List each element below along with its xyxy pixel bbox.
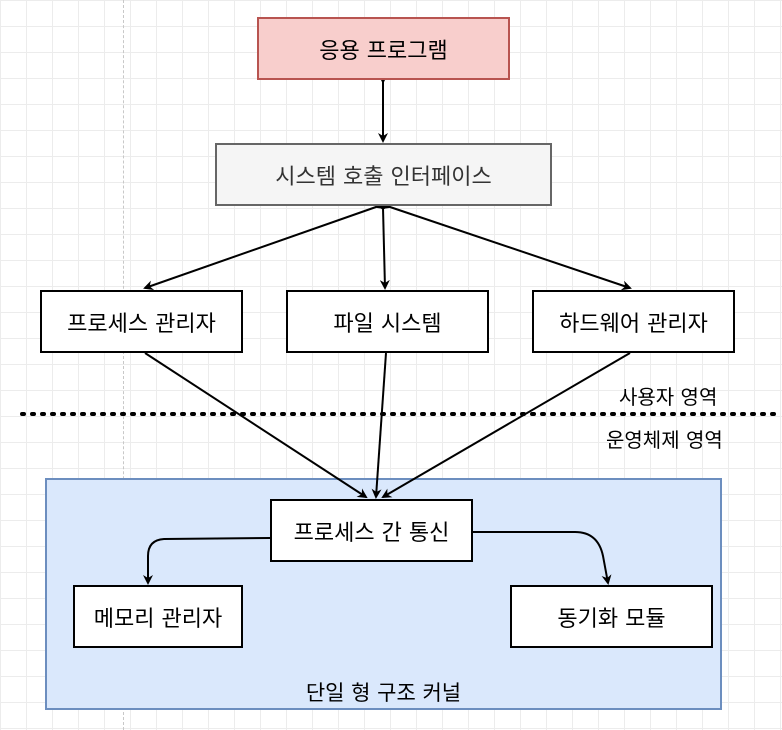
syscall-procmgr-connector [143,199,386,291]
process-manager-box[interactable]: 프로세스 관리자 [40,290,243,353]
guide-line [123,0,124,730]
hardware-manager-box[interactable]: 하드웨어 관리자 [532,290,735,353]
file-system-box[interactable]: 파일 시스템 [286,290,489,353]
ipc-label: 프로세스 간 통신 [293,520,450,546]
fs-ipc-connector [371,352,387,499]
memory-manager-box[interactable]: 메모리 관리자 [73,585,243,648]
file-system-label: 파일 시스템 [333,311,442,337]
process-manager-label: 프로세스 관리자 [67,311,216,337]
hwmgr-ipc-connector [381,352,631,499]
kernel-space-label: 운영체제 영역 [606,428,723,452]
sync-module-box[interactable]: 동기화 모듈 [510,585,713,648]
procmgr-ipc-connector [144,352,368,499]
ipc-sync-connector [473,531,612,585]
syscall-hwmgr-connector [380,199,632,291]
sync-module-label: 동기화 모듈 [557,606,666,632]
syscall-interface-label: 시스템 호출 인터페이스 [275,164,492,190]
kernel-caption: 단일 형 구조 커널 [305,681,462,705]
syscall-fs-connector [377,199,390,290]
application-label: 응용 프로그램 [319,38,448,64]
user-space-label: 사용자 영역 [619,385,718,409]
hardware-manager-label: 하드웨어 관리자 [559,311,708,337]
application-box[interactable]: 응용 프로그램 [257,17,510,80]
ipc-memmgr-connector [143,537,271,585]
memory-manager-label: 메모리 관리자 [93,606,223,632]
syscall-interface-box[interactable]: 시스템 호출 인터페이스 [215,143,552,206]
ipc-box[interactable]: 프로세스 간 통신 [270,499,473,562]
